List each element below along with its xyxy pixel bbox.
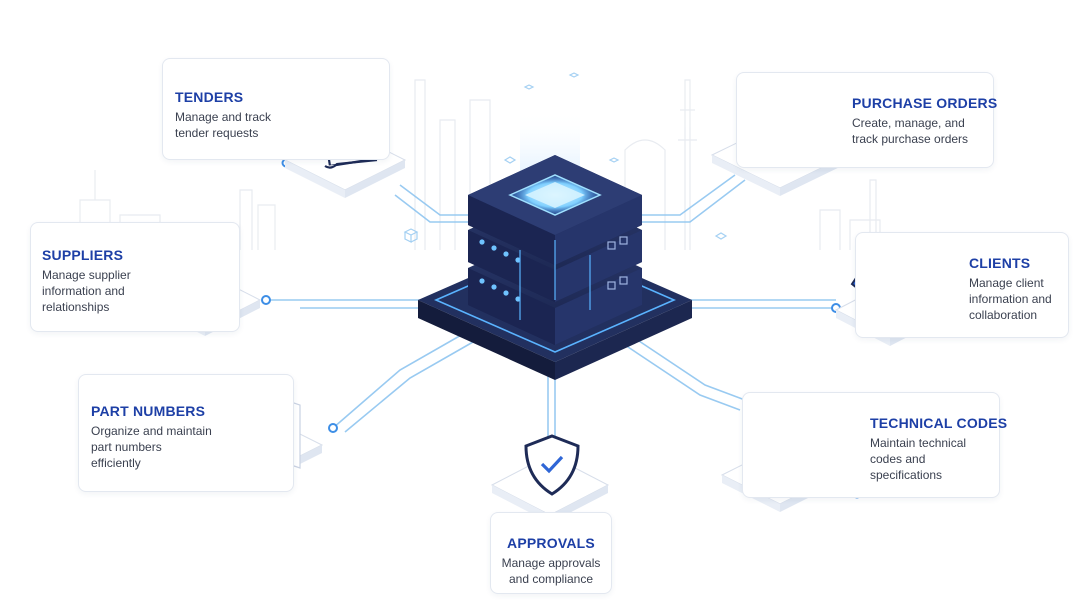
- part-numbers-description: Organize and maintain part numbers effic…: [91, 424, 212, 470]
- tenders-title: TENDERS: [175, 89, 244, 105]
- tenders-card[interactable]: TENDERS Manage and track tender requests: [162, 58, 390, 160]
- tenders-description: Manage and track tender requests: [175, 110, 272, 140]
- part-numbers-title: PART NUMBERS: [91, 403, 206, 419]
- approvals-card[interactable]: APPROVALS Manage approvals and complianc…: [490, 512, 612, 594]
- purchase-orders-card[interactable]: PURCHASE ORDERS Create, manage, and trac…: [736, 72, 998, 168]
- technical-codes-description: Maintain technical codes and specificati…: [870, 436, 967, 482]
- purchase-orders-title: PURCHASE ORDERS: [852, 95, 998, 111]
- central-server: [418, 110, 692, 380]
- approvals-title: APPROVALS: [507, 535, 595, 551]
- clients-description: Manage client information and collaborat…: [969, 276, 1052, 322]
- suppliers-title: SUPPLIERS: [42, 247, 124, 263]
- technical-codes-card[interactable]: TECHNICAL CODES Maintain technical codes…: [742, 392, 1007, 498]
- technical-codes-title: TECHNICAL CODES: [870, 415, 1008, 431]
- clients-title: CLIENTS: [969, 255, 1031, 271]
- purchase-orders-description: Create, manage, and track purchase order…: [852, 116, 969, 146]
- floating-cubes: [403, 72, 728, 243]
- suppliers-description: Manage supplier information and relation…: [42, 268, 131, 314]
- approvals-description: Manage approvals and compliance: [501, 556, 601, 586]
- part-numbers-card[interactable]: PART NUMBERS Organize and maintain part …: [78, 374, 294, 492]
- suppliers-card[interactable]: SUPPLIERS Manage supplier information an…: [30, 222, 240, 332]
- clients-card[interactable]: CLIENTS Manage client information and co…: [855, 232, 1069, 338]
- shield-check-icon: [524, 434, 580, 496]
